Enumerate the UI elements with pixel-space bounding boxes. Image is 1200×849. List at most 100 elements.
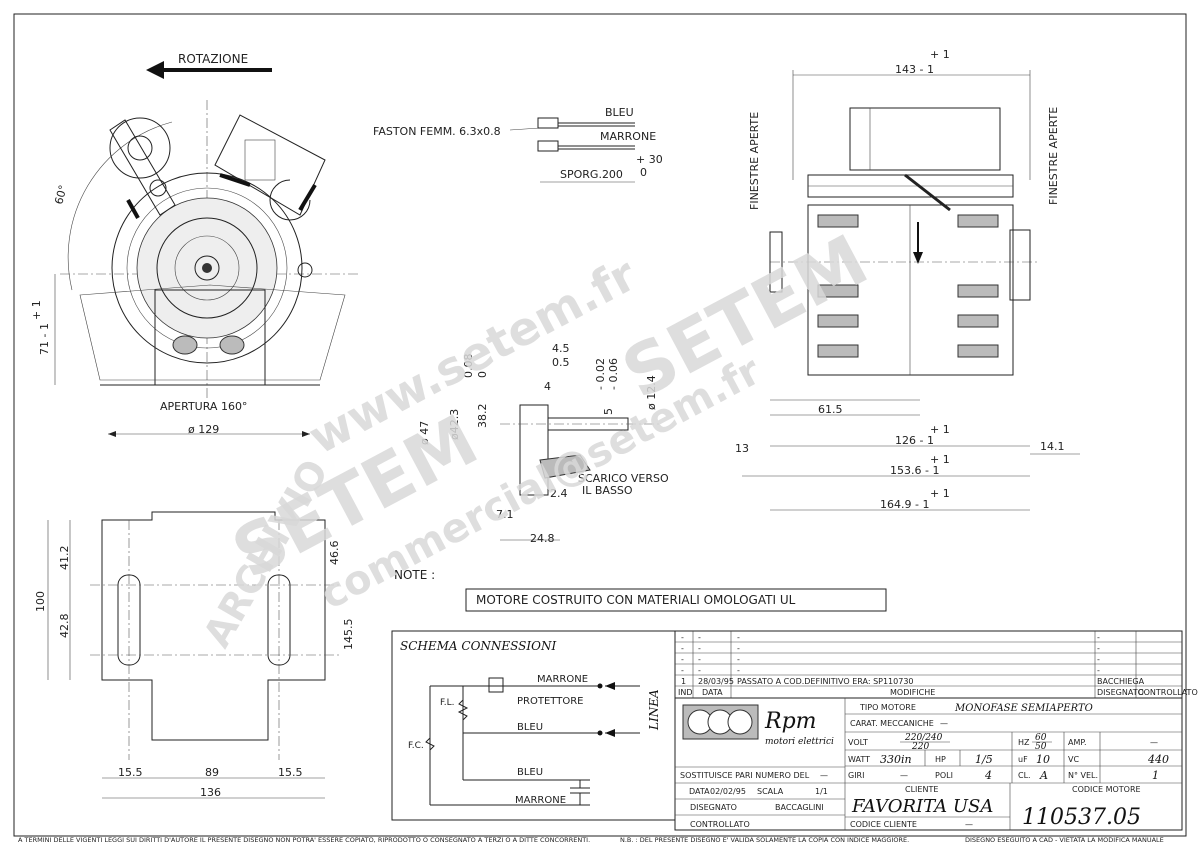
tipo-label: TIPO MOTORE	[859, 703, 916, 712]
dim-126: 126 - 1	[895, 434, 934, 447]
revision-cell-desc: -	[737, 644, 740, 653]
revision-cell-n: -	[681, 633, 684, 642]
d-5: 5	[602, 408, 615, 415]
dim-164-9-tol: + 1	[930, 487, 950, 500]
d-38-2: 38.2	[476, 404, 489, 429]
note-text: MOTORE COSTRUITO CON MATERIALI OMOLOGATI…	[476, 593, 796, 607]
dim-126-tol: + 1	[930, 423, 950, 436]
sost-label: SOSTITUISCE PARI NUMERO DEL	[680, 771, 810, 780]
revision-cell-by: -	[1097, 644, 1100, 653]
cliente-label: CLIENTE	[905, 785, 938, 794]
revision-cell-desc: -	[737, 666, 740, 675]
hz-den: 50	[1035, 742, 1047, 752]
d-136: 136	[200, 786, 221, 799]
d-0-08: 0.08	[462, 354, 475, 379]
rpm-logo: Rpm motori elettrici	[682, 704, 834, 747]
d-15-5-right: 15.5	[278, 766, 303, 779]
footer-nb: N.B. : DEL PRESENTE DISEGNO E' VALIDA SO…	[620, 836, 909, 844]
revision-cell-by: -	[1097, 633, 1100, 642]
vc-label: VC	[1068, 755, 1079, 764]
giri-value: —	[900, 771, 908, 780]
scala-value: 1/1	[815, 787, 828, 796]
rev-hdr-ctrl: CONTROLLATO	[1138, 688, 1198, 697]
revision-cell-date: -	[698, 655, 701, 664]
footer-cad: DISEGNO ESEGUITO A CAD - VIETATA LA MODI…	[965, 836, 1164, 844]
revision-cell-date: -	[698, 666, 701, 675]
height-71-dim: 71 - 1	[38, 323, 51, 355]
revision-cell-n: -	[681, 644, 684, 653]
side-top-tol: + 1	[930, 48, 950, 61]
disegnato-value: BACCAGLINI	[775, 803, 824, 812]
front-view: 60° 71 - 1 + 1 APERTURA 160° ø 129	[30, 100, 360, 437]
codmotore-label: CODICE MOTORE	[1072, 785, 1141, 794]
note-box	[465, 588, 887, 612]
revision-cell-desc: -	[737, 633, 740, 642]
rev-hdr-ind: IND	[678, 688, 693, 697]
d-0-06: - 0.06	[607, 358, 620, 390]
d-41-2: 41.2	[58, 546, 71, 571]
cl-label: CL.	[1018, 771, 1031, 780]
side-top-dim: 143 - 1	[895, 63, 934, 76]
revision-cell-by: BACCHIEGA	[1097, 677, 1145, 686]
hz-num: 60	[1035, 733, 1047, 743]
poli-value: 4	[984, 769, 992, 782]
faston-label: FASTON FEMM. 6.3x0.8	[373, 125, 501, 138]
volt-den: 220	[911, 742, 929, 752]
d-15-5-left: 15.5	[118, 766, 143, 779]
cliente-value: FAVORITA USA	[851, 796, 993, 817]
watt-label: WATT	[848, 755, 870, 764]
codcliente-label: CODICE CLIENTE	[850, 820, 917, 829]
faston-sporg: SPORG.200	[560, 168, 623, 181]
revision-cell-date: -	[698, 644, 701, 653]
volt-num: 220/240	[904, 733, 943, 743]
hp-value: 1/5	[975, 753, 993, 766]
faston-wire-bleu: BLEU	[605, 106, 634, 119]
revision-cell-by: -	[1097, 666, 1100, 675]
d-89: 89	[205, 766, 219, 779]
schema-title: SCHEMA CONNESSIONI	[400, 639, 556, 653]
codcliente-value: —	[965, 820, 973, 829]
window-left-label: FINESTRE APERTE	[748, 112, 761, 210]
rotation-label: ROTAZIONE	[178, 52, 248, 66]
dim-13: 13	[735, 442, 749, 455]
d-12-4: ø 12.4	[645, 375, 658, 410]
schema-marrone-top: MARRONE	[537, 674, 588, 685]
faston-wire-marrone: MARRONE	[600, 130, 656, 143]
brand-name: Rpm	[764, 709, 817, 734]
d-0-02: - 0.02	[594, 358, 607, 390]
height-71-tol: + 1	[30, 300, 43, 320]
footer-copyright: A TERMINI DELLE VIGENTI LEGGI SUI DIRITT…	[18, 836, 590, 844]
angle-60-label: 60°	[52, 184, 70, 206]
carat-value: —	[940, 719, 948, 728]
d-145-5: 145.5	[342, 619, 355, 651]
amp-label: AMP.	[1068, 738, 1087, 747]
brand-subtitle: motori elettrici	[765, 737, 834, 747]
d-4-5: 4.5	[552, 342, 570, 355]
schema-fc: F.C.	[408, 741, 424, 751]
nvel-label: N° VEL.	[1068, 771, 1098, 780]
rev-hdr-data: DATA	[702, 688, 723, 697]
uf-label: uF	[1018, 755, 1028, 764]
revision-cell-desc: -	[737, 655, 740, 664]
schema-protettore: PROTETTORE	[517, 696, 583, 707]
shaft-detail: 4.5 0.5 0.08 0 4 ø 47 ø42.3 38.2 - 0.02 …	[418, 342, 669, 545]
rev-hdr-dis: DISEGNATO	[1097, 688, 1144, 697]
d-24-8: 24.8	[530, 532, 555, 545]
dim-14-1: 14.1	[1040, 440, 1065, 453]
d-7-1: 7.1	[496, 508, 514, 521]
opening-160-label: APERTURA 160°	[160, 400, 247, 413]
dim-61-5: 61.5	[818, 403, 843, 416]
revision-cell-by: -	[1097, 655, 1100, 664]
schema-bleu-bottom: BLEU	[517, 767, 543, 778]
tipo-value: MONOFASE SEMIAPERTO	[954, 703, 1093, 714]
schema-fl: F.L.	[440, 698, 454, 708]
window-right-label: FINESTRE APERTE	[1047, 107, 1060, 205]
amp-value: —	[1150, 738, 1158, 747]
codmotore-value: 110537.05	[1022, 805, 1141, 830]
data-value: 02/02/95	[710, 787, 746, 796]
sheet-border	[13, 13, 1187, 837]
faston-tol-bottom: 0	[640, 166, 647, 179]
